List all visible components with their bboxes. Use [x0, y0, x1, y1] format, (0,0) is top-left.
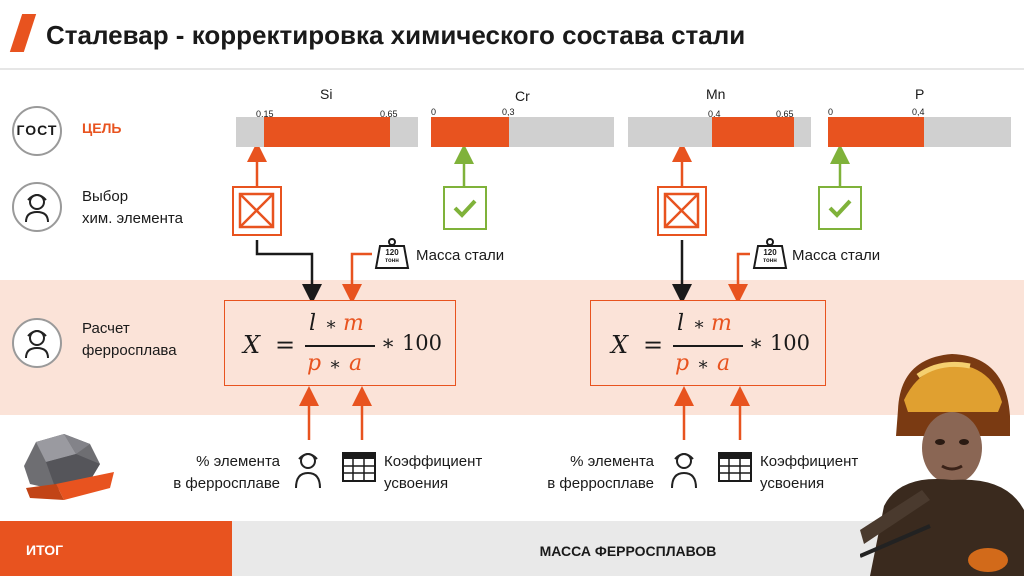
steelworker-icon: [12, 318, 62, 368]
formula-num-op: ∗: [325, 314, 338, 335]
target-band: [0, 70, 1024, 280]
coef-label-line2: усвоения: [384, 475, 449, 492]
element-name-p: P: [915, 86, 925, 102]
arrow-select-to-formula-1: [255, 240, 322, 304]
tick-mn-min: 0,4: [708, 109, 721, 119]
formula-num-op: ∗: [693, 314, 706, 335]
element-name-mn: Mn: [706, 86, 726, 102]
out-of-range-box-mn: [657, 186, 707, 236]
select-label-line1: Выбор: [82, 188, 129, 205]
formula-box-2: X = l ∗ m p ∗ a ∗ 100: [590, 300, 826, 386]
percent-label-line1: % элемента: [196, 453, 280, 470]
gost-range-bar-p: [828, 117, 1011, 147]
weight-icon-value: 120: [763, 248, 777, 257]
tick-si-min: 0,15: [256, 109, 274, 119]
arrow-mass-to-formula-2: [728, 252, 750, 304]
formula-num-m: m: [343, 311, 364, 336]
percent-label-line1: % элемента: [570, 453, 654, 470]
fraction-line: [305, 345, 375, 347]
coef-label-line2: усвоения: [760, 475, 825, 492]
tick-mn-max: 0,65: [776, 109, 794, 119]
weight-icon: [374, 238, 410, 269]
ferroalloy-image: [24, 434, 114, 500]
steelworker-icon: [664, 446, 704, 495]
weight-icon-unit: тонн: [763, 258, 777, 264]
formula-den-a: a: [349, 351, 363, 376]
formula-eq: =: [643, 331, 664, 359]
mass-label-1: Масса стали: [416, 247, 505, 264]
formula-box-1: X = l ∗ m p ∗ a ∗ 100: [224, 300, 456, 386]
gost-icon: ГОСТ: [12, 106, 62, 156]
formula-num-l: l: [677, 311, 685, 336]
page-title: Сталевар - корректировка химического сос…: [46, 20, 746, 50]
formula-den-p: p: [307, 351, 322, 376]
out-of-range-box-si: [232, 186, 282, 236]
gost-range-bar-mn: [628, 117, 811, 147]
percent-label-line2: в ферросплаве: [173, 475, 280, 492]
coef-label-line1: Коэффициент: [384, 453, 483, 470]
percent-label-line2: в ферросплаве: [547, 475, 654, 492]
formula-mult: ∗ 100: [381, 331, 443, 355]
gost-range-bar-cr: [431, 117, 614, 147]
inputs-band: [0, 415, 1024, 521]
gost-range-bar-si: [236, 117, 418, 147]
formula-lhs: X: [611, 331, 629, 359]
formula-num-m: m: [711, 311, 732, 336]
calc-label-line1: Расчет: [82, 320, 130, 337]
formula-lhs: X: [243, 331, 261, 359]
calc-label-line2: ферросплава: [82, 342, 177, 359]
title-bar: [0, 0, 1024, 70]
calculation-band: [0, 280, 1024, 415]
tick-p-max: 0,4: [912, 107, 925, 117]
table-icon: [342, 452, 376, 487]
in-range-box-cr: [443, 186, 487, 230]
formula-mult: ∗ 100: [749, 331, 811, 355]
element-name-si: Si: [320, 86, 333, 102]
target-label: ЦЕЛЬ: [82, 120, 122, 136]
steelworker-photo: [860, 354, 1024, 576]
formula-num-l: l: [309, 311, 317, 336]
tick-cr-max: 0,3: [502, 107, 515, 117]
tick-p-min: 0: [828, 107, 834, 117]
coef-label-line1: Коэффициент: [760, 453, 859, 470]
weight-icon: [752, 238, 788, 269]
fraction-line: [673, 345, 743, 347]
formula-den-op: ∗: [697, 354, 710, 375]
formula-den-op: ∗: [329, 354, 342, 375]
weight-icon-value: 120: [385, 248, 399, 257]
formula-den-a: a: [717, 351, 731, 376]
weight-icon-unit: тонн: [385, 258, 399, 264]
tick-si-max: 0,65: [380, 109, 398, 119]
element-name-cr: Cr: [515, 88, 530, 104]
footer-result-label: ИТОГ: [0, 521, 232, 576]
table-icon: [718, 452, 752, 487]
formula-den-p: p: [675, 351, 690, 376]
steelworker-icon: [288, 446, 328, 495]
in-range-box-p: [818, 186, 862, 230]
tick-cr-min: 0: [431, 107, 437, 117]
mass-label-2: Масса стали: [792, 247, 881, 264]
steelworker-icon: [12, 182, 62, 232]
formula-eq: =: [275, 331, 296, 359]
select-label-line2: хим. элемента: [82, 210, 183, 227]
arrow-mass-to-formula-1: [342, 252, 372, 304]
